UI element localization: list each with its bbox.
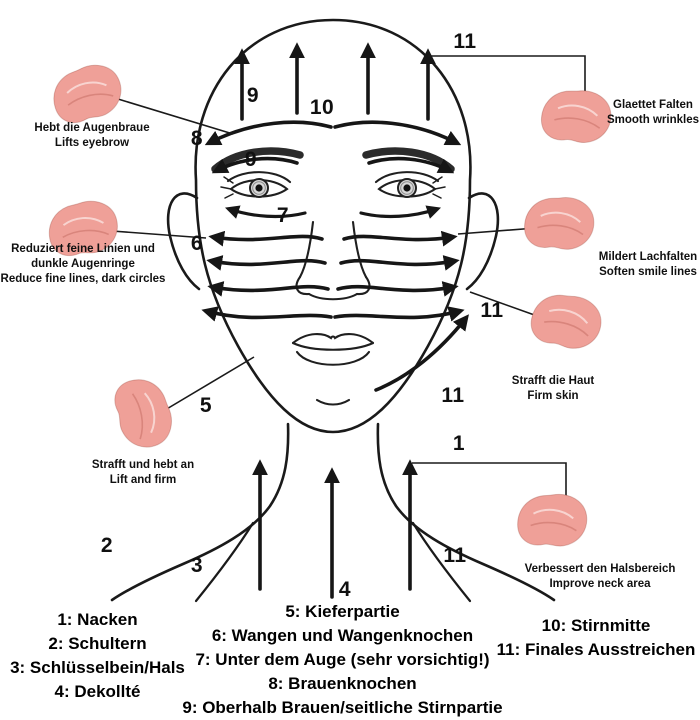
facial-features bbox=[211, 147, 455, 406]
legend-item-4: 4: Dekollté bbox=[54, 682, 141, 701]
callout-lift-eyebrow: Hebt die Augenbraue Lifts eyebrow bbox=[34, 121, 149, 151]
callout-lift-firm: Strafft und hebt an Lift and firm bbox=[92, 458, 194, 488]
nose-right bbox=[351, 220, 368, 279]
chest-line-right bbox=[411, 521, 472, 603]
face-outline bbox=[110, 18, 556, 603]
legend-item-2: 2: Schultern bbox=[48, 634, 147, 653]
massage-arrows bbox=[201, 42, 469, 599]
callout-reduce-lines-de1: Reduziert feine Linien und bbox=[11, 243, 155, 255]
num-11-stroke-top: 11 bbox=[453, 30, 477, 53]
callout-improve-neck-en: Improve neck area bbox=[549, 578, 651, 590]
legend-item-5: 5: Kieferpartie bbox=[285, 602, 400, 621]
callout-firm-skin-de: Strafft die Haut bbox=[511, 375, 595, 387]
num-11-neck-right: 11 bbox=[443, 544, 467, 567]
callout-reduce-lines-en: Reduce fine lines, dark circles bbox=[0, 273, 166, 285]
legend-item-1: 1: Nacken bbox=[57, 610, 138, 629]
connector-lift-firm bbox=[159, 356, 255, 414]
lower-lip bbox=[295, 350, 371, 366]
nose-base bbox=[307, 292, 359, 301]
legend-column-3: 10: Stirnmitte 11: Finales Ausstreichen bbox=[492, 614, 700, 662]
callout-soften-smile-de: Mildert Lachfalten bbox=[598, 251, 698, 263]
upper-lip bbox=[291, 333, 375, 345]
neck-left bbox=[110, 422, 290, 602]
stone-improve-neck bbox=[515, 490, 590, 550]
num-11-cheek-right: 11 bbox=[480, 299, 504, 322]
callout-smooth-wrinkles: Glaettet Falten Smooth wrinkles bbox=[607, 98, 699, 128]
nostril-right bbox=[355, 275, 371, 296]
legend-column-2: 5: Kieferpartie 6: Wangen und Wangenknoc… bbox=[180, 600, 505, 720]
right-ear bbox=[465, 192, 500, 291]
callout-smooth-wrinkles-de: Glaettet Falten bbox=[613, 99, 693, 111]
callout-firm-skin: Strafft die Haut Firm skin bbox=[512, 374, 594, 404]
jaw-arrow-right bbox=[374, 314, 469, 392]
left-eyelid-crease bbox=[226, 171, 292, 184]
right-lashes bbox=[432, 176, 446, 199]
neck-arrows bbox=[252, 459, 418, 599]
num-3-collarbone-left: 3 bbox=[190, 554, 204, 577]
callout-soften-smile-en: Soften smile lines bbox=[599, 266, 697, 278]
callout-soften-smile: Mildert Lachfalten Soften smile lines bbox=[599, 250, 697, 280]
num-9-brow-left: 9 bbox=[244, 148, 258, 171]
num-2-shoulder-left: 2 bbox=[100, 534, 114, 557]
chest-line-left bbox=[194, 521, 255, 603]
right-eyelid-crease bbox=[374, 171, 440, 184]
callout-connectors bbox=[111, 55, 586, 498]
callout-lift-eyebrow-de: Hebt die Augenbraue bbox=[34, 122, 150, 134]
callout-smooth-wrinkles-en: Smooth wrinkles bbox=[606, 114, 700, 126]
legend-item-10: 10: Stirnmitte bbox=[541, 616, 651, 635]
callout-lift-eyebrow-en: Lifts eyebrow bbox=[54, 137, 130, 149]
num-7-under-eye: 7 bbox=[276, 204, 290, 227]
left-pupil bbox=[255, 184, 263, 192]
callout-improve-neck-de: Verbessert den Halsbereich bbox=[524, 563, 676, 575]
callout-improve-neck: Verbessert den Halsbereich Improve neck … bbox=[525, 562, 676, 592]
callout-reduce-lines: Reduziert feine Linien und dunkle Augenr… bbox=[1, 242, 166, 287]
num-4-decollete: 4 bbox=[338, 578, 352, 601]
connector-soften-smile bbox=[457, 227, 537, 235]
connector-reduce-lines bbox=[111, 230, 207, 239]
num-8-brow-left: 8 bbox=[190, 127, 204, 150]
legend-item-8: 8: Brauenknochen bbox=[268, 674, 417, 693]
neck-right bbox=[376, 422, 556, 602]
brow-sweep-arrows bbox=[204, 120, 462, 174]
callout-lift-firm-de: Strafft und hebt an bbox=[91, 459, 195, 471]
head-outline bbox=[194, 18, 472, 434]
connector-firm-skin bbox=[469, 291, 541, 318]
legend-item-7: 7: Unter dem Auge (sehr vorsichtig!) bbox=[195, 650, 490, 669]
right-pupil bbox=[403, 184, 411, 192]
mouth-line bbox=[291, 341, 375, 351]
callout-reduce-lines-de2: dunkle Augenringe bbox=[31, 258, 135, 270]
callout-lift-firm-en: Lift and firm bbox=[109, 474, 177, 486]
num-9-forehead-left: 9 bbox=[246, 84, 260, 107]
nose-left bbox=[298, 220, 315, 279]
legend-item-11: 11: Finales Ausstreichen bbox=[496, 640, 696, 659]
chin-crease bbox=[315, 398, 351, 406]
stone-soften-smile bbox=[521, 192, 598, 254]
legend-item-9: 9: Oberhalb Brauen/seitliche Stirnpartie bbox=[182, 698, 503, 717]
callout-firm-skin-en: Firm skin bbox=[527, 390, 579, 402]
legend-item-6: 6: Wangen und Wangenknochen bbox=[211, 626, 474, 645]
connector-smooth-wrinkles bbox=[428, 55, 586, 98]
num-6-cheek-left: 6 bbox=[190, 232, 204, 255]
legend-column-1: 1: Nacken 2: Schultern 3: Schlüsselbein/… bbox=[0, 608, 195, 704]
left-lashes bbox=[220, 176, 234, 199]
num-5-jaw-left: 5 bbox=[199, 394, 213, 417]
stone-smooth-wrinkles bbox=[537, 84, 616, 148]
stone-firm-skin bbox=[525, 285, 608, 356]
num-1-neck-right: 1 bbox=[452, 432, 466, 455]
stone-lift-eyebrow bbox=[46, 58, 128, 128]
num-11-jaw-right: 11 bbox=[441, 384, 465, 407]
stone-lift-firm bbox=[110, 373, 178, 454]
forehead-arrows bbox=[234, 42, 436, 121]
num-10-forehead-center: 10 bbox=[309, 96, 335, 119]
connector-lift-eyebrow bbox=[117, 98, 234, 135]
under-eye-arrows bbox=[224, 205, 442, 219]
legend-item-3: 3: Schlüsselbein/Hals bbox=[10, 658, 185, 677]
connector-improve-neck bbox=[412, 462, 567, 498]
nostril-left bbox=[295, 275, 311, 296]
cheek-arrows bbox=[201, 230, 465, 322]
